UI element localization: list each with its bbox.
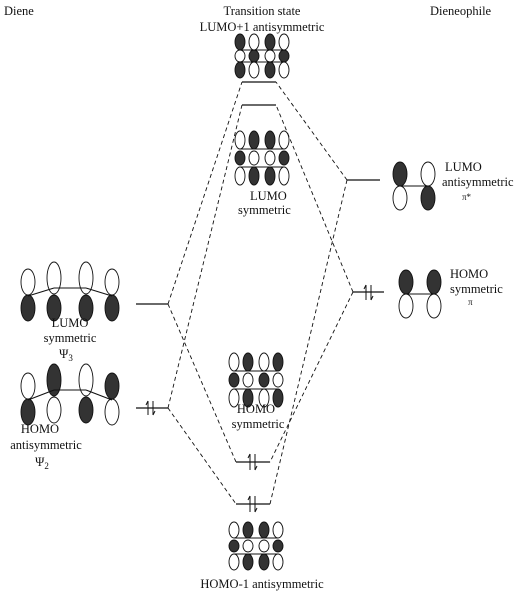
ts-lumo1-label: LUMO+1 antisymmetric [200, 20, 325, 34]
dienophile-lumo-pi: π* [462, 192, 472, 202]
dienophile-lumo-label: LUMO [445, 160, 482, 174]
dienophile-lumo-symmetry: antisymmetric [442, 175, 514, 189]
ts-homo-orbital [228, 352, 284, 408]
correlation-lines [167, 81, 354, 505]
transition-state-header: Transition state [224, 4, 301, 18]
ts-homo-label: HOMO [237, 402, 275, 416]
diene-homo-orbital [20, 363, 120, 426]
ts-homo-symmetry: symmetric [232, 417, 285, 431]
diene-homo-psi: Ψ2 [35, 455, 49, 471]
dienophile-header: Dieneophile [430, 4, 492, 18]
diene-lumo-psi: Ψ3 [59, 347, 73, 363]
dienophile-lumo-orbital [392, 161, 436, 211]
ts-homo1-label: HOMO-1 antisymmetric [200, 577, 324, 591]
dienophile-homo-label: HOMO [450, 267, 488, 281]
dienophile-homo-orbital [398, 269, 442, 319]
ts-homo1-orbital [228, 521, 284, 571]
ts-homo-electron-pair [247, 453, 258, 471]
ts-lumo-symmetry: symmetric [238, 203, 291, 217]
dienophile-homo-symmetry: symmetric [450, 282, 503, 296]
diene-lumo-label: LUMO [52, 316, 89, 330]
dienophile-homo-pi: π [468, 297, 473, 307]
ts-lumo-orbital [234, 130, 290, 186]
ts-homo1-electron-pair [247, 495, 258, 513]
diene-homo-symmetry: antisymmetric [10, 438, 82, 452]
diene-homo-label: HOMO [21, 422, 59, 436]
dienophile-homo-electron-pair [363, 284, 374, 301]
ts-lumo1-orbital [234, 33, 290, 79]
diene-homo-electron-pair [145, 400, 156, 416]
diene-lumo-symmetry: symmetric [44, 331, 97, 345]
ts-lumo-label: LUMO [250, 189, 287, 203]
diene-header: Diene [4, 4, 34, 18]
diene-lumo-orbital [20, 261, 120, 322]
